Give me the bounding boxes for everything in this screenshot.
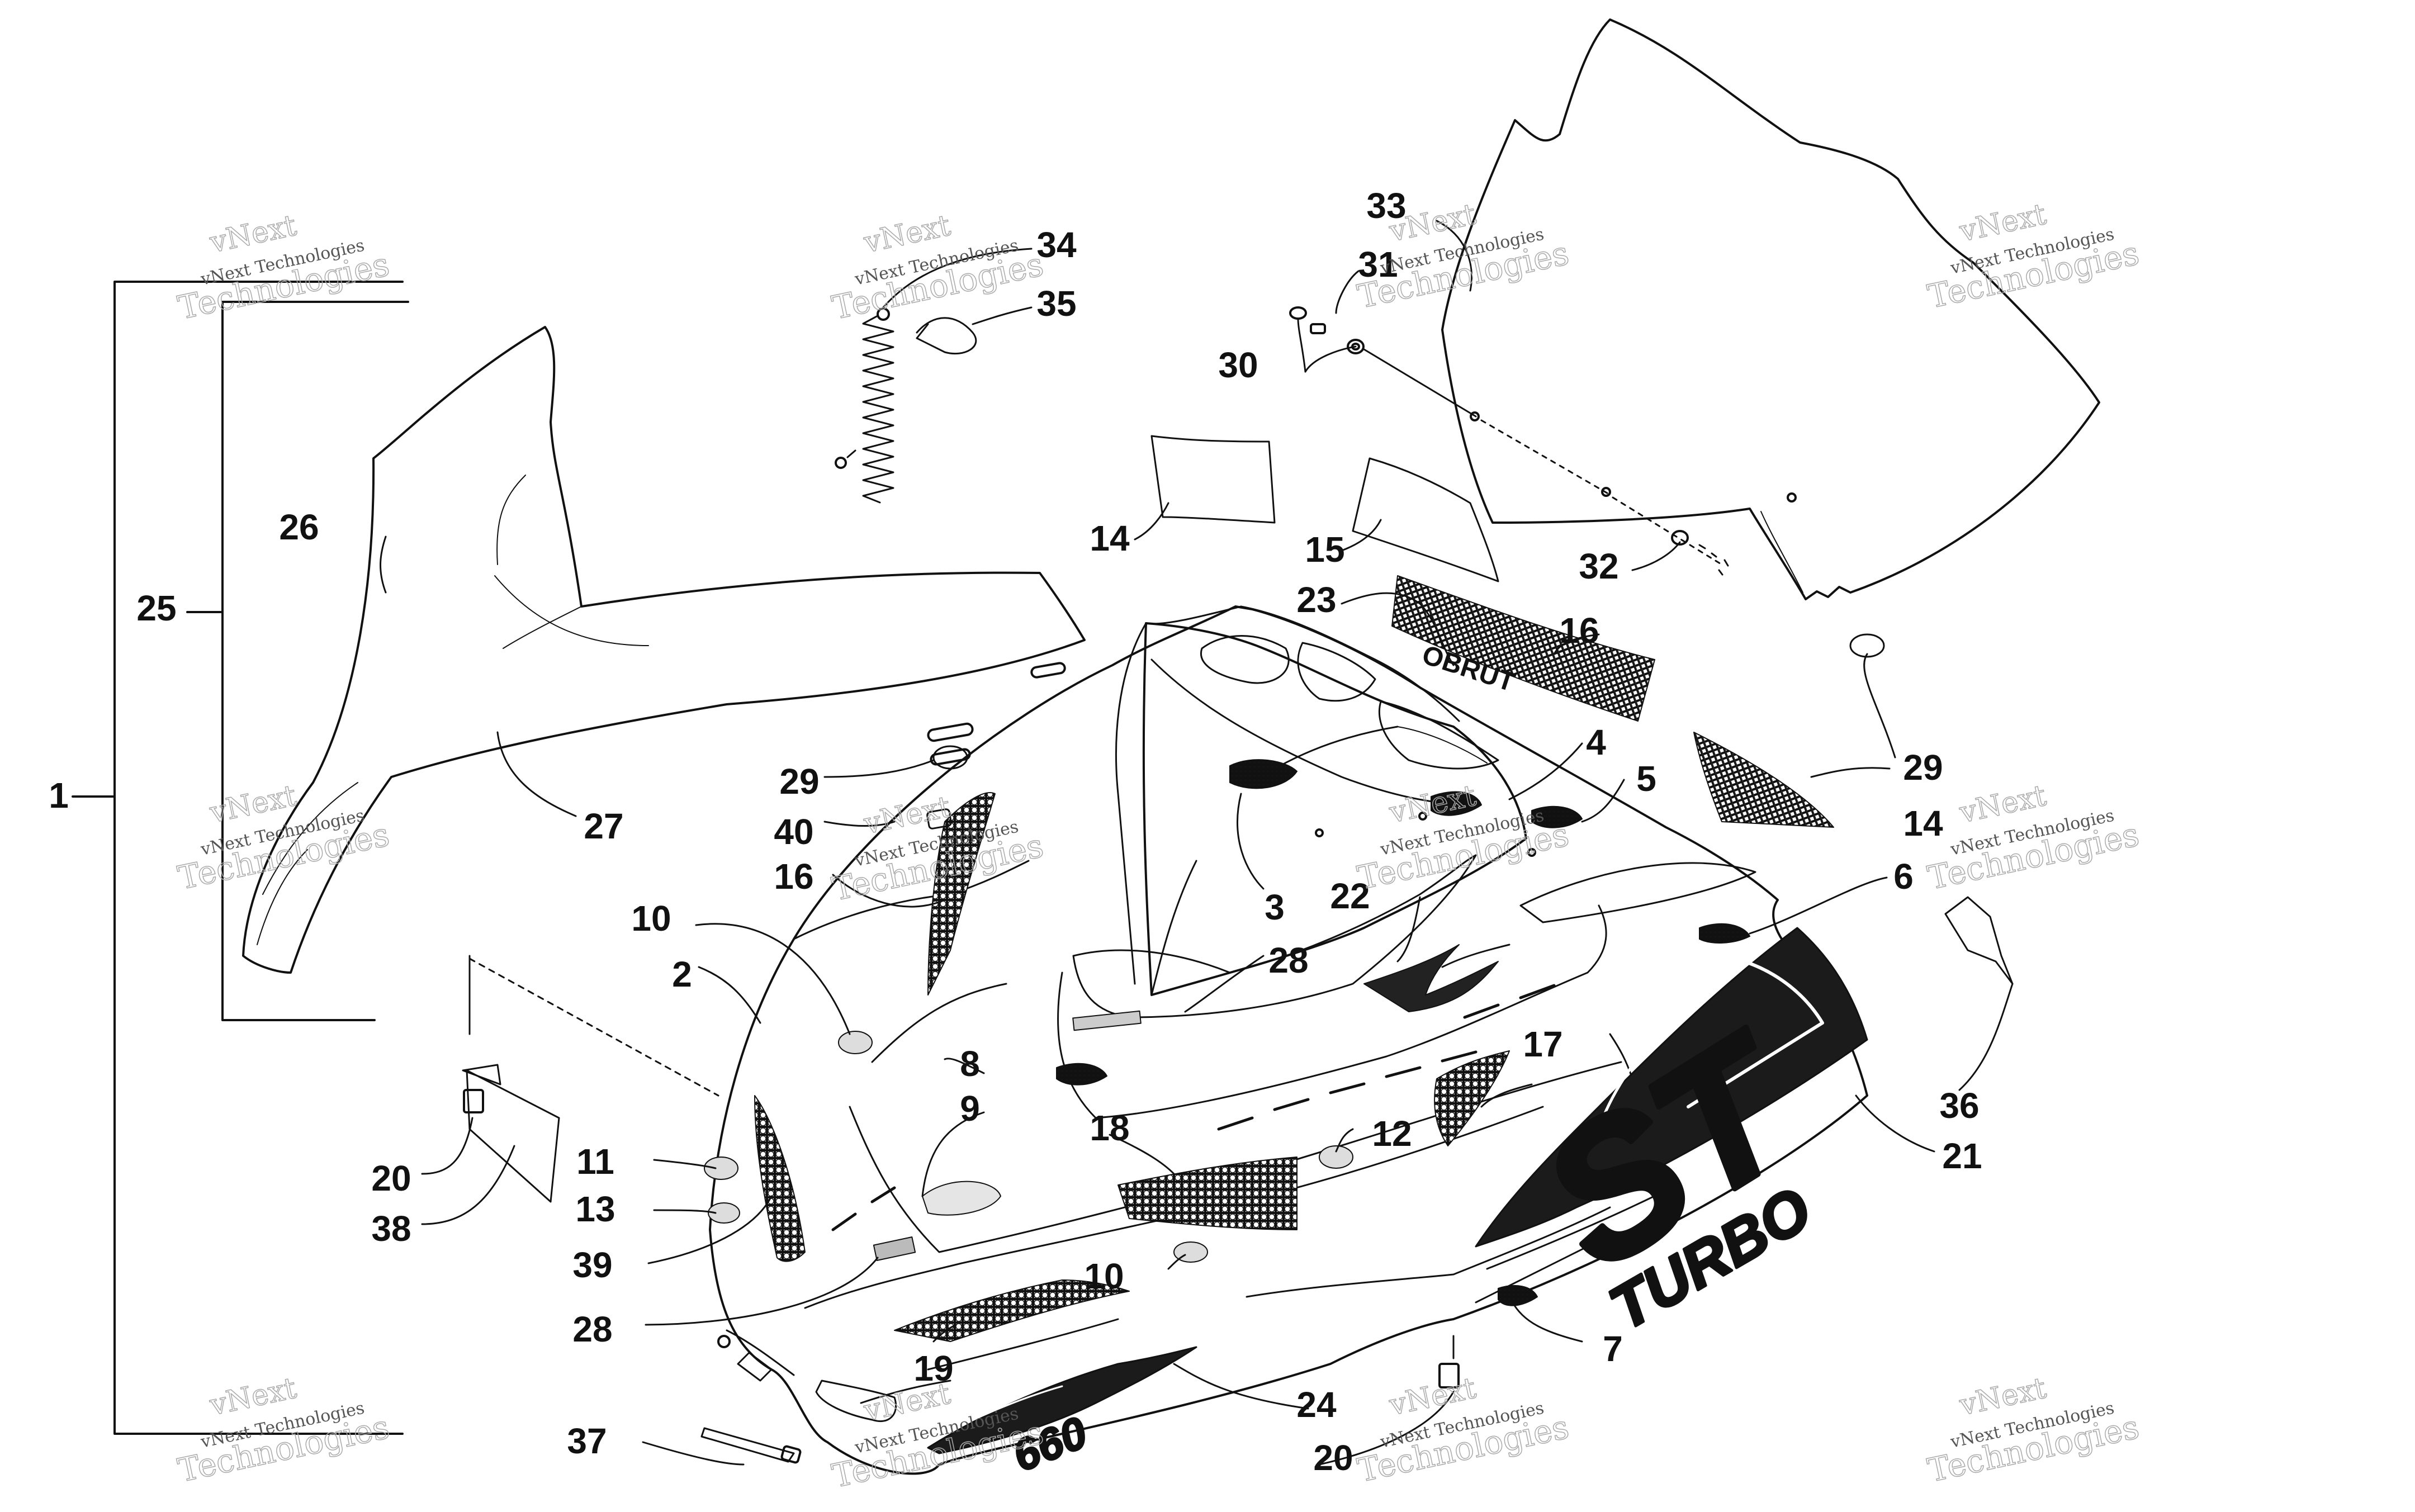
- windshield: [1441, 18, 2100, 600]
- callout-13: 13: [575, 1189, 615, 1229]
- side-decal: [1363, 927, 1868, 1304]
- small-patches: [704, 633, 1885, 1263]
- flat-decals: [1150, 435, 1499, 582]
- callout-37: 37: [567, 1421, 607, 1461]
- clips-and-hardware: [462, 896, 2014, 1464]
- callout-38: 38: [371, 1208, 411, 1249]
- callout-9: 9: [960, 1088, 980, 1129]
- callout-25: 25: [136, 588, 176, 628]
- callout-12: 12: [1372, 1113, 1412, 1154]
- leader-lines: [380, 220, 2014, 1466]
- callout-14: 14: [1903, 803, 1943, 843]
- callout-24: 24: [1296, 1385, 1337, 1425]
- callout-3: 3: [1265, 887, 1285, 927]
- callout-35: 35: [1036, 283, 1076, 324]
- windshield-hardware: [1289, 306, 1729, 576]
- callout-17: 17: [1523, 1024, 1562, 1064]
- callout-28: 28: [572, 1309, 612, 1349]
- callout-32: 32: [1579, 546, 1618, 586]
- callout-27: 27: [584, 806, 623, 846]
- callout-20: 20: [371, 1158, 411, 1198]
- callout-10: 10: [631, 898, 671, 939]
- callout-29: 29: [779, 761, 819, 802]
- assembly-bracket-25: [186, 301, 409, 1021]
- callout-30: 30: [1218, 345, 1258, 385]
- callout-31: 31: [1358, 244, 1398, 285]
- callout-23: 23: [1296, 580, 1336, 620]
- callout-2: 2: [672, 954, 692, 994]
- callout-21: 21: [1942, 1136, 1982, 1176]
- callout-labels: 1234567891010111213141415161617181920202…: [49, 186, 1982, 1478]
- callout-14: 14: [1090, 518, 1130, 558]
- callout-10: 10: [1084, 1256, 1124, 1296]
- console: [1145, 605, 1536, 857]
- callout-19: 19: [913, 1348, 953, 1388]
- callout-8: 8: [960, 1044, 980, 1084]
- callout-26: 26: [279, 507, 319, 547]
- callout-39: 39: [572, 1245, 612, 1285]
- spring-and-pin: [835, 307, 977, 504]
- callout-29: 29: [1903, 747, 1943, 788]
- callout-34: 34: [1036, 225, 1077, 265]
- callout-6: 6: [1893, 856, 1914, 897]
- callout-4: 4: [1586, 722, 1606, 762]
- side-panel: [242, 326, 1086, 974]
- callout-16: 16: [1559, 610, 1599, 651]
- callout-5: 5: [1636, 759, 1656, 799]
- callout-36: 36: [1939, 1086, 1979, 1126]
- callout-33: 33: [1366, 186, 1406, 226]
- callout-11: 11: [576, 1141, 614, 1182]
- callout-40: 40: [774, 812, 813, 852]
- callout-28: 28: [1268, 940, 1308, 980]
- callout-1: 1: [49, 775, 69, 816]
- reflector-dots: [1056, 759, 1750, 1306]
- callout-7: 7: [1603, 1329, 1623, 1369]
- callout-16: 16: [774, 856, 813, 897]
- assembly-bracket-1: [72, 281, 404, 1435]
- lower-stripe-decal: [927, 1346, 1197, 1454]
- callout-20: 20: [1313, 1438, 1353, 1478]
- callout-18: 18: [1090, 1108, 1129, 1148]
- callout-15: 15: [1305, 529, 1344, 570]
- callout-22: 22: [1330, 876, 1370, 916]
